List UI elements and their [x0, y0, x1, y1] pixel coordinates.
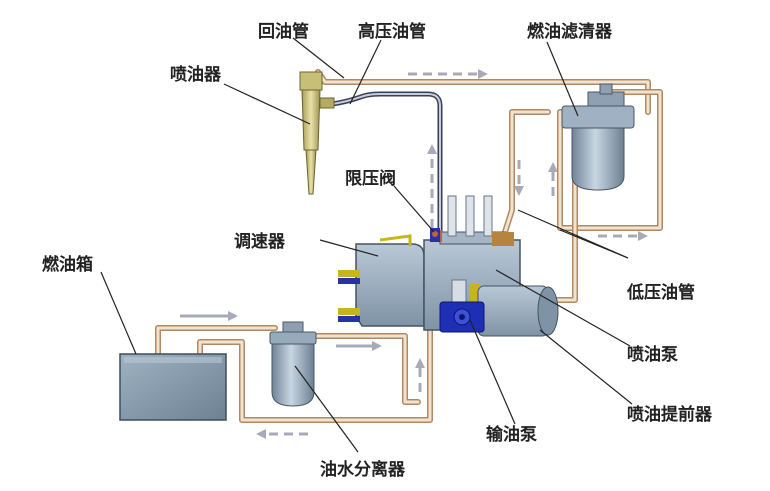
injector	[299, 71, 335, 195]
label-fuel-tank: 燃油箱	[42, 254, 93, 275]
label-fuel-filter: 燃油滤清器	[527, 21, 613, 42]
label-timing-advancer: 喷油提前器	[627, 404, 713, 425]
pressure-limit-valve	[430, 228, 440, 242]
governor	[338, 234, 425, 327]
timing-advancer	[477, 285, 559, 337]
fuel-tank	[119, 353, 227, 421]
label-pressure-limit-valve: 限压阀	[345, 168, 396, 189]
fuel-filter	[561, 83, 635, 191]
feed-pump	[439, 301, 485, 333]
label-injector: 喷油器	[170, 64, 222, 85]
label-high-pressure-pipe: 高压油管	[358, 21, 426, 42]
water-separator	[269, 321, 317, 407]
label-governor: 调速器	[234, 231, 286, 252]
label-water-separator: 油水分离器	[320, 459, 406, 480]
label-feed-pump: 输油泵	[486, 424, 537, 445]
labels: 回油管 高压油管 燃油滤清器 喷油器 限压阀 调速器 燃油箱 低压油管 喷油泵 …	[42, 21, 713, 480]
label-low-pressure-pipe: 低压油管	[626, 282, 695, 303]
leader-lines	[100, 37, 633, 453]
label-injection-pump: 喷油泵	[627, 344, 678, 365]
flow-arrows	[180, 69, 648, 439]
label-return-pipe: 回油管	[258, 21, 309, 42]
